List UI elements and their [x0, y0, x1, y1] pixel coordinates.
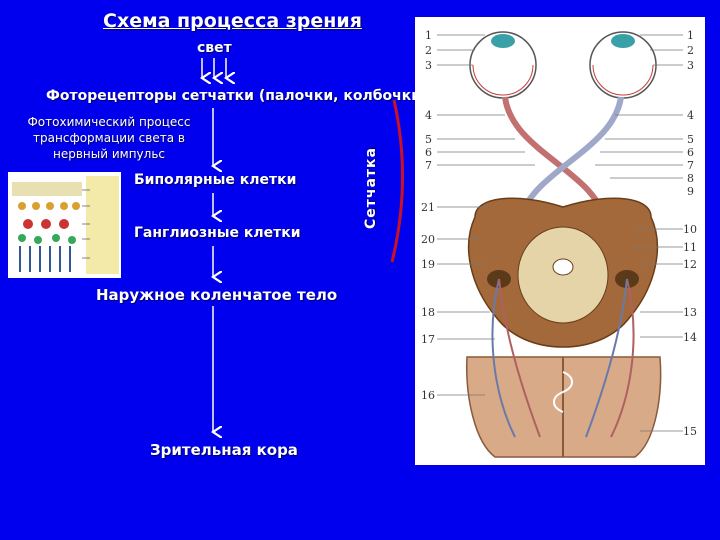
num-left-18: 18: [421, 306, 435, 319]
num-left-3: 3: [425, 59, 432, 72]
num-left-21: 21: [421, 201, 435, 214]
num-right-4: 4: [687, 109, 694, 122]
page-title: Схема процесса зрения: [103, 10, 362, 32]
num-left-19: 19: [421, 258, 435, 271]
num-left-5: 5: [425, 133, 432, 146]
num-left-20: 20: [421, 233, 435, 246]
num-right-11: 11: [683, 241, 697, 254]
num-left-17: 17: [421, 333, 435, 346]
num-right-3: 3: [687, 59, 694, 72]
num-left-6: 6: [425, 146, 432, 159]
num-right-5: 5: [687, 133, 694, 146]
lateral-geniculate-label: Наружное коленчатое тело: [96, 286, 338, 304]
visual-cortex-label: Зрительная кора: [150, 441, 298, 459]
num-right-15: 15: [683, 425, 697, 438]
num-left-7: 7: [425, 159, 432, 172]
visual-pathway-anatomy: 1 2 3 4 5 6 7 21 20 19 18 17 16 1 2 3 4 …: [415, 17, 705, 465]
retina-cells-illustration: [8, 172, 121, 278]
num-left-16: 16: [421, 389, 435, 402]
bipolar-cells-label: Биполярные клетки: [134, 172, 297, 188]
num-right-7: 7: [687, 159, 694, 172]
num-right-9: 9: [687, 185, 694, 198]
num-left-2: 2: [425, 44, 432, 57]
light-label: свет: [197, 40, 232, 56]
num-right-1: 1: [687, 29, 694, 42]
num-right-14: 14: [683, 331, 697, 344]
num-left-1: 1: [425, 29, 432, 42]
retina-bracket: [390, 99, 405, 263]
num-right-12: 12: [683, 258, 697, 271]
ganglion-cells-label: Ганглиозные клетки: [134, 225, 301, 241]
num-right-2: 2: [687, 44, 694, 57]
num-right-6: 6: [687, 146, 694, 159]
photoreceptors-label: Фоторецепторы сетчатки (палочки, колбочк…: [46, 88, 428, 104]
num-right-13: 13: [683, 306, 697, 319]
num-right-10: 10: [683, 223, 697, 236]
num-left-4: 4: [425, 109, 432, 122]
num-right-8: 8: [687, 172, 694, 185]
photochemical-process-note: Фотохимический процесс трансформации све…: [27, 115, 191, 161]
